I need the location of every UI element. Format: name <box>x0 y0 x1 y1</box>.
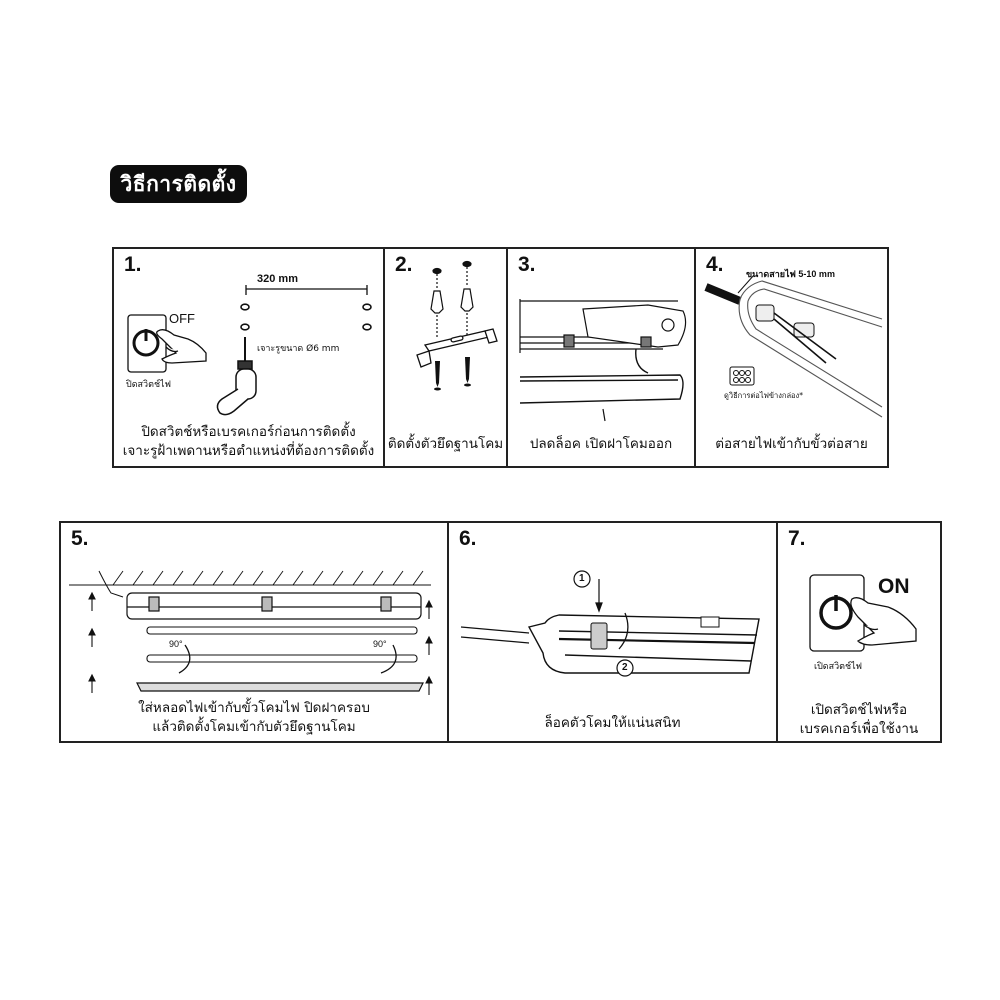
step-marker-icon <box>573 570 634 677</box>
step-caption: เปิดสวิตช์ไฟหรือ เบรคเกอร์เพื่อใช้งาน <box>799 702 919 737</box>
step-caption: ปิดสวิตช์หรือเบรคเกอร์ก่อนการติดตั้ง เจา… <box>122 424 375 459</box>
step-1-illustration <box>127 285 372 416</box>
steps-row-bottom: 5. <box>59 521 942 743</box>
wall-plug-icon <box>430 260 474 339</box>
step-number: 2. <box>395 253 413 276</box>
step-1-panel: 1. <box>114 249 385 466</box>
cable-icon <box>704 274 755 305</box>
clip-icon <box>590 616 720 650</box>
switch-caption: เปิดสวิตช์ไฟ <box>814 662 863 672</box>
step-caption: ใส่หลอดไฟเข้ากับขั้วโคมไฟ ปิดฝาครอบ แล้ว… <box>138 700 370 735</box>
distance-label: 320 mm <box>257 273 298 285</box>
step-4-panel: 4. ขนาดสายไฟ 5-10 mm ดู <box>696 249 887 466</box>
fixture-end-icon <box>527 614 760 674</box>
off-label: OFF <box>169 311 195 326</box>
switch-caption: ปิดสวิตช์ไฟ <box>126 380 171 390</box>
rotate-left-label: 90° <box>169 639 183 649</box>
step-2-illustration <box>416 260 498 391</box>
drill-hole-icon <box>240 303 372 331</box>
step-3-panel: 3. ปลดล็อค เปิดฝาโคมออก <box>508 249 696 466</box>
fixture-body-icon <box>126 592 422 620</box>
hand-icon <box>156 329 207 364</box>
fixture-cover-icon <box>519 374 684 404</box>
tube-lamp-icon <box>146 626 418 663</box>
step-2-panel: 2. <box>385 249 508 466</box>
power-switch-icon <box>127 314 167 373</box>
rotate-right-label: 90° <box>373 639 387 649</box>
up-arrow-icon <box>88 591 433 695</box>
page-title: วิธีการติดตั้ง <box>110 165 247 203</box>
down-arrow-icon <box>602 408 606 422</box>
step-caption: ล็อคตัวโคมให้แน่นสนิท <box>544 715 681 731</box>
drill-icon <box>216 337 257 416</box>
step-7-panel: 7. ON เปิดสวิตช์ไฟ เปิดสวิตช์ไฟหรือ เบรค… <box>778 523 940 741</box>
step-number: 1. <box>124 253 142 276</box>
rotate-arrow-icon <box>178 644 397 674</box>
cable-icon <box>460 626 530 644</box>
step-7-illustration <box>809 574 917 652</box>
down-arrow-icon <box>595 579 603 613</box>
step-3-illustration <box>519 299 687 422</box>
hand-icon <box>850 597 917 646</box>
step-number: 6. <box>459 527 477 550</box>
step-6-panel: 6. 1 2 <box>449 523 778 741</box>
ceiling-icon <box>69 570 431 598</box>
wire-size-label: ขนาดสายไฟ 5-10 mm <box>746 269 835 279</box>
open-arrow-icon <box>635 348 649 374</box>
step-number: 3. <box>518 253 536 276</box>
step-number: 4. <box>706 253 724 276</box>
screw-icon <box>434 357 471 391</box>
step-5-illustration <box>69 570 433 695</box>
mounting-bracket-icon <box>416 328 498 368</box>
dimension-line-icon <box>245 285 368 295</box>
terminal-note: ดูวิธีการต่อไฟข้างกล่อง* <box>724 391 803 400</box>
drill-size-label: เจาะรูขนาด Ø6 mm <box>257 344 340 354</box>
marker-1-label: 1 <box>579 573 585 584</box>
fixture-housing-icon <box>738 280 883 418</box>
step-6-illustration <box>460 570 760 677</box>
fixture-body-icon <box>519 299 687 353</box>
terminal-block-icon <box>729 304 837 386</box>
step-5-panel: 5. <box>61 523 449 741</box>
step-4-illustration <box>704 274 883 418</box>
step-number: 7. <box>788 527 806 550</box>
marker-2-label: 2 <box>622 662 628 673</box>
step-caption: ปลดล็อค เปิดฝาโคมออก <box>529 436 673 452</box>
steps-row-top: 1. <box>112 247 889 468</box>
rotate-arrow-icon <box>618 612 629 650</box>
cover-icon <box>136 682 424 692</box>
on-label: ON <box>878 575 910 598</box>
step-caption: ต่อสายไฟเข้ากับขั้วต่อสาย <box>715 436 868 452</box>
step-number: 5. <box>71 527 89 550</box>
step-caption: ติดตั้งตัวยึดฐานโคม <box>387 436 504 452</box>
